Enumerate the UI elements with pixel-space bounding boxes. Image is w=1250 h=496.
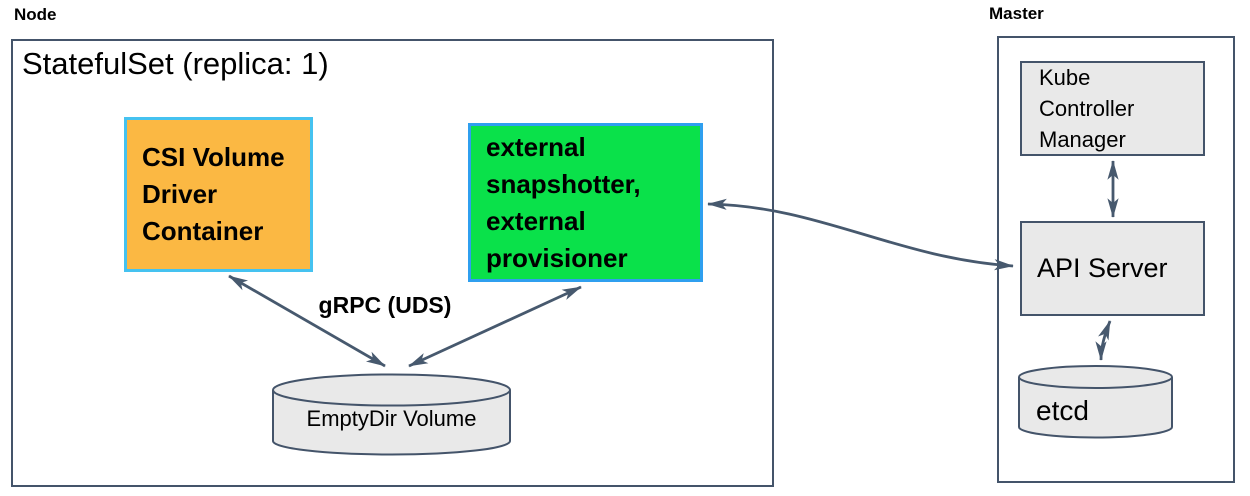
master-group-label: Master [989,4,1044,23]
emptydir-volume-label: EmptyDir Volume [306,406,477,431]
grpc-uds-label: gRPC (UDS) [318,292,452,318]
csi-volume-driver-container-box: CSI Volume Driver Container [124,117,313,272]
external-snapshotter-provisioner-box: external snapshotter, external provision… [468,123,703,282]
etcd-label: etcd [1036,395,1089,426]
api-server-box: API Server [1020,221,1205,316]
statefulset-title: StatefulSet (replica: 1) [22,46,329,81]
kube-controller-manager-box: Kube Controller Manager [1020,61,1205,156]
node-group-label: Node [14,5,57,24]
